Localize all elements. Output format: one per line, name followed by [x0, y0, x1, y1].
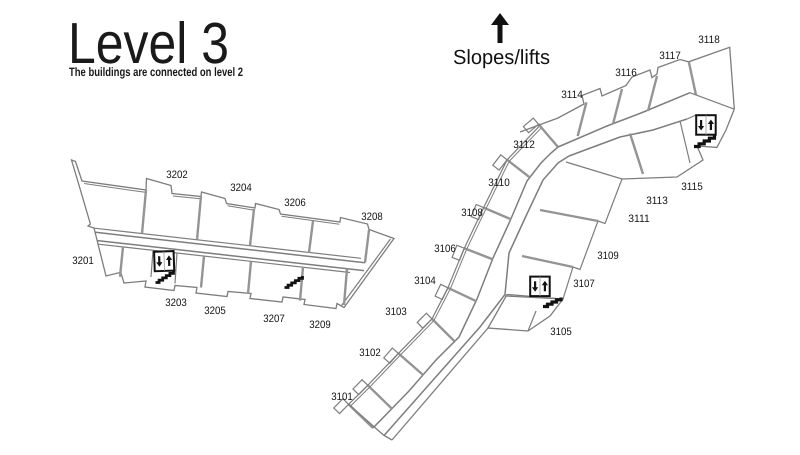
svg-text:3114: 3114 — [561, 89, 583, 101]
svg-text:Slopes/lifts: Slopes/lifts — [453, 46, 550, 69]
svg-text:3109: 3109 — [597, 250, 619, 262]
svg-text:3104: 3104 — [414, 275, 436, 287]
svg-text:3201: 3201 — [72, 255, 94, 267]
svg-text:3202: 3202 — [166, 169, 188, 181]
svg-text:3116: 3116 — [615, 67, 637, 79]
svg-text:3113: 3113 — [646, 195, 668, 207]
svg-text:3115: 3115 — [681, 181, 703, 193]
svg-text:3107: 3107 — [573, 278, 595, 290]
svg-text:3112: 3112 — [513, 139, 535, 151]
svg-text:The buildings are connected on: The buildings are connected on level 2 — [69, 65, 243, 79]
svg-text:3111: 3111 — [628, 213, 650, 225]
svg-text:3117: 3117 — [659, 50, 681, 62]
svg-text:3209: 3209 — [309, 319, 331, 331]
svg-text:3208: 3208 — [361, 211, 383, 223]
svg-text:3206: 3206 — [284, 197, 306, 209]
svg-text:3207: 3207 — [263, 313, 285, 325]
svg-text:3204: 3204 — [230, 182, 252, 194]
svg-text:3205: 3205 — [204, 305, 226, 317]
svg-text:3110: 3110 — [488, 177, 510, 189]
svg-text:3203: 3203 — [165, 297, 187, 309]
svg-text:3108: 3108 — [461, 207, 483, 219]
svg-text:3118: 3118 — [698, 34, 720, 46]
svg-text:3103: 3103 — [385, 306, 407, 318]
svg-text:3102: 3102 — [359, 347, 381, 359]
svg-text:3106: 3106 — [434, 243, 456, 255]
svg-text:3105: 3105 — [550, 326, 572, 338]
svg-text:3101: 3101 — [331, 391, 353, 403]
